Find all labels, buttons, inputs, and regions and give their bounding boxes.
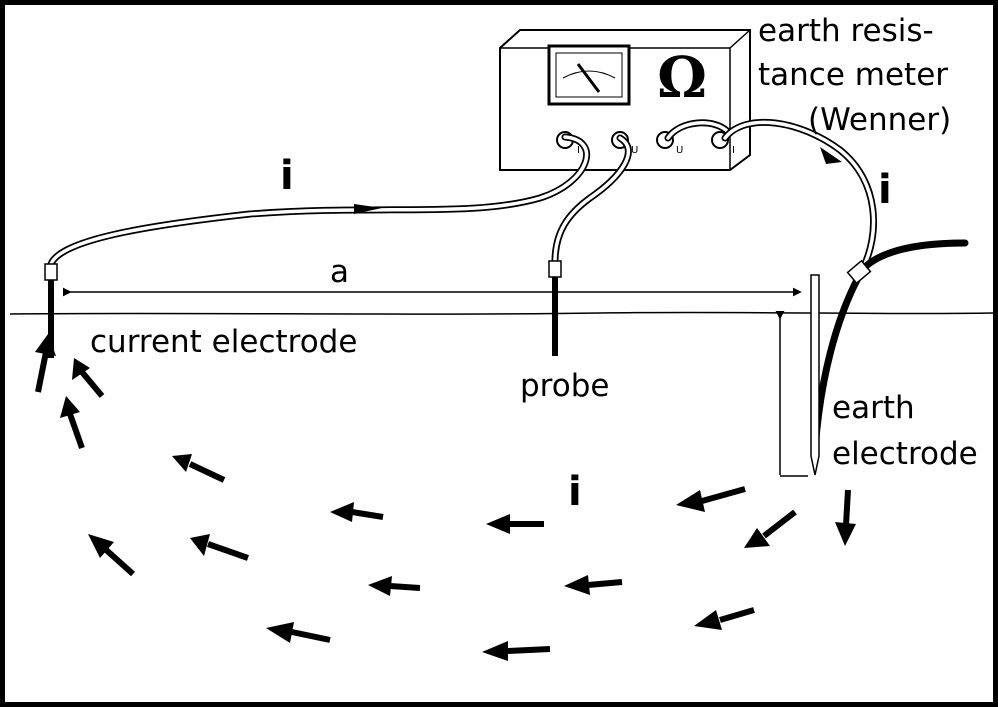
terminal-label: I — [732, 145, 735, 156]
earth-electrode-label-line2: electrode — [832, 436, 978, 472]
connector-earth — [846, 259, 872, 285]
probe-label: probe — [520, 368, 609, 404]
meter-label-line2: tance meter — [758, 57, 948, 93]
ground-line — [9, 311, 993, 315]
meter-label-line1: earth resis- — [758, 13, 934, 49]
earth-electrode-label-line1: earth — [832, 390, 915, 426]
cable-arrow-left — [354, 204, 382, 214]
terminal-label: U — [631, 145, 638, 156]
cable-arrow-right — [820, 147, 842, 164]
current-symbol-soil: i — [568, 469, 582, 515]
spacing-label: a — [330, 254, 349, 290]
meter-label-line3: (Wenner) — [808, 102, 951, 138]
connector-current — [44, 263, 58, 281]
current-electrode-label: current electrode — [90, 324, 357, 360]
current-symbol-top: i — [280, 153, 294, 199]
wenner-diagram: Ω I U U I — [9, 13, 993, 661]
current-flow-arrows — [35, 334, 856, 661]
depth-dimension — [775, 310, 808, 477]
ohm-symbol: Ω — [657, 45, 707, 111]
terminal-label: I — [577, 145, 580, 156]
current-symbol-right: i — [878, 167, 892, 213]
meter-dial — [547, 44, 631, 106]
connector-probe — [548, 260, 562, 278]
earth-electrode-rod — [810, 274, 820, 476]
cables — [46, 118, 969, 454]
terminal-label: U — [676, 145, 683, 156]
